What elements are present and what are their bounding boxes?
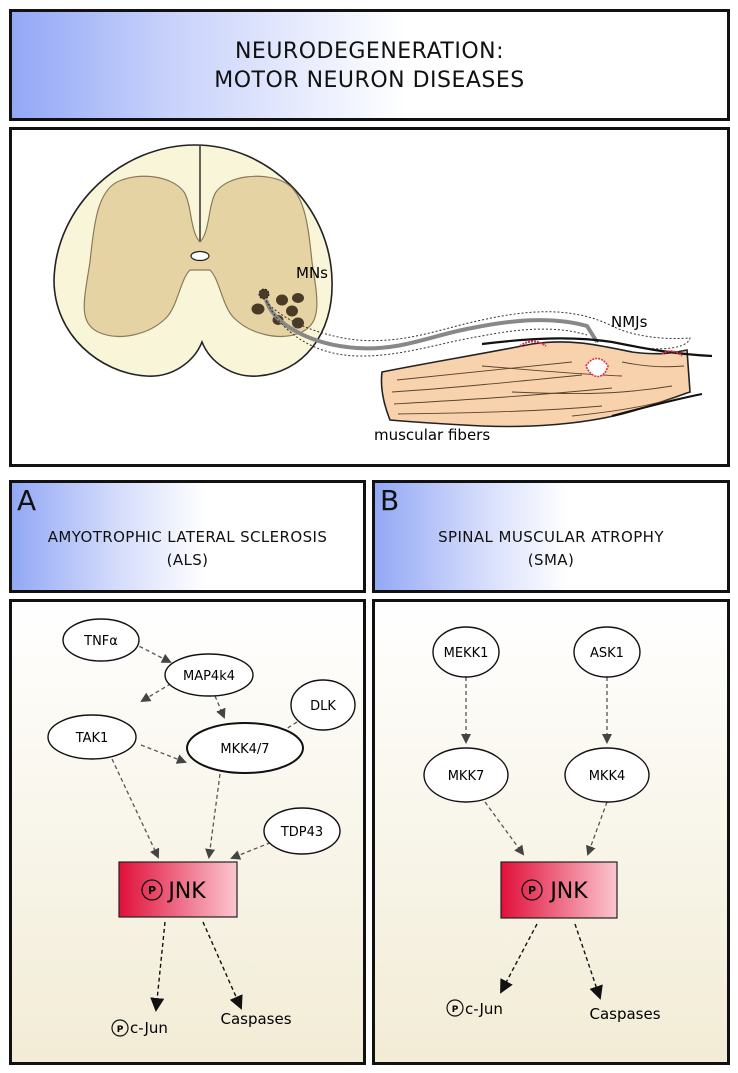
panel-b-title-line-1: SPINAL MUSCULAR ATROPHY bbox=[438, 528, 664, 546]
nmj-3 bbox=[661, 350, 683, 357]
arrow-tak1-jnk bbox=[111, 758, 160, 859]
arrow-jnk-caspases bbox=[202, 921, 243, 1010]
node-mkk47-label: MKK4/7 bbox=[220, 742, 269, 757]
cjun-label: c-Jun bbox=[130, 1019, 168, 1037]
jnk-phospho-label: P bbox=[528, 884, 536, 897]
axon bbox=[264, 299, 599, 351]
nmjs-label: NMJs bbox=[611, 313, 648, 331]
arrow-jnk-cjun bbox=[500, 923, 538, 994]
arrow-map4k4-mkk47 bbox=[214, 695, 226, 719]
central-canal bbox=[190, 250, 210, 262]
jnk-phospho-label: P bbox=[148, 884, 156, 897]
node-mkk4 bbox=[564, 747, 650, 803]
node-mkk7-label: MKK7 bbox=[448, 769, 485, 784]
node-mkk4-label: MKK4 bbox=[589, 769, 626, 784]
panel-b-letter: B bbox=[380, 484, 400, 517]
panel-b-title-box: B SPINAL MUSCULAR ATROPHY (SMA) bbox=[372, 480, 730, 593]
node-map4k4 bbox=[164, 653, 254, 697]
node-mekk1-label: MEKK1 bbox=[444, 646, 489, 661]
arrow-mkk7-jnk bbox=[484, 801, 525, 856]
arrow-mkk4-jnk bbox=[586, 801, 608, 856]
node-ask1-label: ASK1 bbox=[590, 646, 624, 661]
node-tdp43 bbox=[263, 807, 341, 855]
arrow-jnk-caspases bbox=[574, 923, 603, 1000]
fibers-label: muscular fibers bbox=[374, 426, 490, 444]
node-tnfa-label: TNFα bbox=[83, 634, 118, 649]
panel-a-diagram: TNFα MAP4k4 DLK TAK1 MKK4/7 TDP43 P JNK … bbox=[47, 618, 356, 1037]
jnk-box bbox=[118, 861, 238, 918]
panel-a-letter: A bbox=[17, 484, 37, 517]
anatomy-panel: MNs NMJs muscular fibers bbox=[9, 127, 730, 467]
node-mekk1 bbox=[432, 626, 500, 678]
jnk-box bbox=[500, 861, 618, 919]
node-dlk-label: DLK bbox=[310, 699, 336, 714]
caspases-label: Caspases bbox=[589, 1005, 660, 1023]
anatomy-illustration: MNs NMJs muscular fibers bbox=[53, 144, 713, 444]
panel-b-title-line-2: (SMA) bbox=[527, 551, 575, 569]
panel-a-title-box: A AMYOTROPHIC LATERAL SCLEROSIS (ALS) bbox=[9, 480, 366, 593]
node-tak1 bbox=[47, 714, 137, 760]
cjun-phospho-icon bbox=[446, 999, 464, 1017]
node-map4k4-label: MAP4k4 bbox=[183, 669, 235, 684]
panel-a-title-line-1: AMYOTROPHIC LATERAL SCLEROSIS bbox=[47, 528, 328, 546]
node-ask1 bbox=[573, 626, 641, 678]
arrow-mkk47-jnk bbox=[205, 773, 221, 859]
panel-b-diagram: MEKK1 ASK1 MKK7 MKK4 P JNK P c-Jun Caspa… bbox=[423, 626, 661, 1023]
node-tdp43-label: TDP43 bbox=[280, 825, 323, 840]
node-tak1-label: TAK1 bbox=[75, 731, 109, 746]
panel-a-pathway: TNFα MAP4k4 DLK TAK1 MKK4/7 TDP43 P JNK … bbox=[9, 599, 366, 1065]
nmj-2 bbox=[585, 357, 609, 378]
node-mkk47 bbox=[186, 722, 304, 774]
jnk-phospho-icon bbox=[141, 879, 163, 901]
jnk-label: JNK bbox=[166, 879, 206, 904]
panel-a-title-line-2: (ALS) bbox=[166, 551, 209, 569]
arrow-tak1-mkk47 bbox=[140, 744, 187, 764]
title-line-1: NEURODEGENERATION: bbox=[234, 39, 505, 64]
cjun-label: c-Jun bbox=[465, 1000, 503, 1018]
mns-label: MNs bbox=[296, 264, 328, 282]
panel-b-pathway: MEKK1 ASK1 MKK7 MKK4 P JNK P c-Jun Caspa… bbox=[372, 599, 730, 1065]
nmj-1 bbox=[519, 340, 547, 347]
cjun-phospho-label: P bbox=[452, 1005, 459, 1015]
cjun-phospho-icon bbox=[111, 1019, 129, 1037]
cjun-phospho-label: P bbox=[117, 1025, 124, 1035]
node-mkk7 bbox=[423, 747, 509, 803]
title-box: NEURODEGENERATION: MOTOR NEURON DISEASES bbox=[9, 9, 730, 121]
node-tnfa bbox=[62, 618, 140, 662]
jnk-phospho-icon bbox=[521, 879, 543, 901]
title-line-2: MOTOR NEURON DISEASES bbox=[214, 68, 525, 93]
caspases-label: Caspases bbox=[220, 1010, 291, 1028]
arrow-jnk-cjun bbox=[150, 921, 166, 1012]
node-dlk bbox=[290, 679, 356, 731]
jnk-label: JNK bbox=[548, 879, 588, 904]
